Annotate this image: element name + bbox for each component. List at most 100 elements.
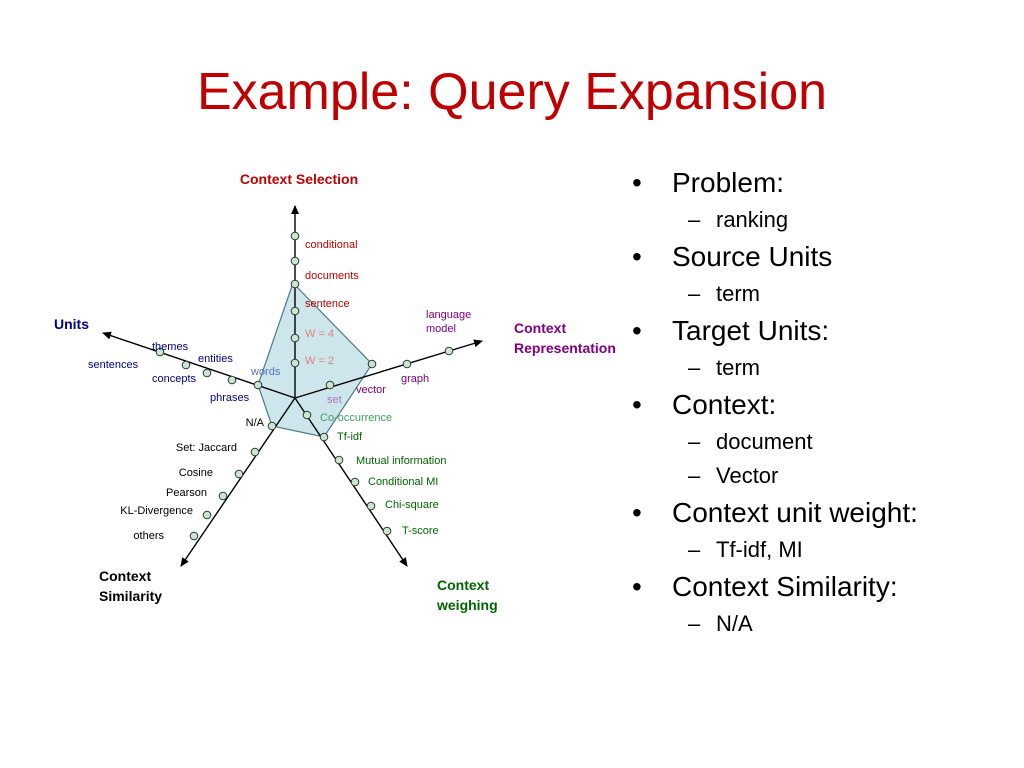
tick-language: language xyxy=(426,309,471,321)
sub-bullet-dash: – xyxy=(688,463,701,488)
tick-words: words xyxy=(250,366,281,378)
sub-bullet-text: Tf-idf, MI xyxy=(716,537,803,562)
bullet-dot: • xyxy=(632,571,642,602)
bullet-text: Problem: xyxy=(672,167,785,198)
bullet-text: Target Units: xyxy=(672,315,830,346)
sub-bullet-text: term xyxy=(716,355,760,380)
tick-sentences: sentences xyxy=(88,359,139,371)
sub-bullet-tfidf-mi: – Tf-idf, MI xyxy=(632,536,1017,564)
sub-bullet-term: – term xyxy=(632,354,1017,382)
tick-set: set xyxy=(327,394,342,406)
tick-mutual-information: Mutual information xyxy=(356,455,447,467)
bullet-text: Context: xyxy=(672,389,777,420)
tick-themes: themes xyxy=(152,341,189,353)
axis-title-units: Units xyxy=(54,316,89,332)
bullet-dot: • xyxy=(632,315,642,346)
axis-title-weighing-line1: Context xyxy=(437,577,489,593)
bullet-text: Source Units xyxy=(672,241,833,272)
node-graph xyxy=(402,359,412,369)
axis-title-representation-line1: Context xyxy=(514,320,566,336)
node-mutual-information xyxy=(334,455,344,465)
tick-kl-divergence: KL-Divergence xyxy=(120,505,193,517)
axis-title-similarity-line1: Context xyxy=(99,568,151,584)
node-kl-divergence xyxy=(202,510,212,520)
tick-concepts: concepts xyxy=(152,373,197,385)
sub-bullet-dash: – xyxy=(688,611,701,636)
node-conditional xyxy=(290,231,300,241)
tick-entities: entities xyxy=(198,353,233,365)
bullet-target-units: • Target Units: xyxy=(632,314,1017,348)
tick-pearson: Pearson xyxy=(166,487,207,499)
node-chi-square xyxy=(366,501,376,511)
sub-bullet-na: – N/A xyxy=(632,610,1017,638)
axis-context-similarity xyxy=(180,397,296,567)
sub-bullet-text: Vector xyxy=(716,463,779,488)
context-pentagon-diagram: Context Selection Units Context Represen… xyxy=(54,171,616,613)
bullet-context: • Context: xyxy=(632,388,1017,422)
tick-conditional-mi: Conditional MI xyxy=(368,476,438,488)
node-pearson xyxy=(218,491,228,501)
tick-w2: W = 2 xyxy=(305,355,334,367)
tick-chi-square: Chi-square xyxy=(385,499,439,511)
bullet-problem: • Problem: xyxy=(632,166,1017,200)
node-entities xyxy=(202,368,212,378)
bullet-context-similarity: • Context Similarity: xyxy=(632,570,1017,604)
node-others xyxy=(189,531,199,541)
sub-bullet-dash: – xyxy=(688,207,701,232)
node-set xyxy=(325,380,335,390)
tick-cosine: Cosine xyxy=(179,467,213,479)
tick-phrases: phrases xyxy=(210,392,250,404)
tick-tf-idf: Tf-idf xyxy=(337,431,363,443)
axis-title-similarity-line2: Similarity xyxy=(99,588,162,604)
node-phrases xyxy=(253,380,263,390)
node-tf-idf xyxy=(319,432,329,442)
bullet-source-units: • Source Units xyxy=(632,240,1017,274)
tick-t-score: T-score xyxy=(402,525,439,537)
node-vector xyxy=(367,359,377,369)
bullet-list: • Problem: – ranking • Source Units – te… xyxy=(632,160,1017,638)
sub-bullet-ranking: – ranking xyxy=(632,206,1017,234)
bullet-dot: • xyxy=(632,389,642,420)
node-t-score xyxy=(382,526,392,536)
selected-configuration-pentagon xyxy=(257,281,373,438)
node-themes xyxy=(181,360,191,370)
bullet-text: Context unit weight: xyxy=(672,497,918,528)
sub-bullet-dash: – xyxy=(688,429,701,454)
axis-title-context-selection: Context Selection xyxy=(240,171,358,187)
tick-documents: documents xyxy=(305,270,359,282)
sub-bullet-dash: – xyxy=(688,537,701,562)
axis-title-representation-line2: Representation xyxy=(514,340,616,356)
sub-bullet-text: document xyxy=(716,429,813,454)
node-na xyxy=(267,421,277,431)
axis-title-weighing-line2: weighing xyxy=(436,597,498,613)
tick-conditional: conditional xyxy=(305,239,358,251)
sub-bullet-document: – document xyxy=(632,428,1017,456)
node-sentence xyxy=(290,279,300,289)
bullet-context-unit-weight: • Context unit weight: xyxy=(632,496,1017,530)
node-selection-inner xyxy=(290,358,300,368)
tick-sentence: sentence xyxy=(305,298,350,310)
sub-bullet-vector: – Vector xyxy=(632,462,1017,490)
node-language-model xyxy=(444,346,454,356)
node-w4 xyxy=(290,306,300,316)
node-cosine xyxy=(234,469,244,479)
tick-others: others xyxy=(133,530,164,542)
sub-bullet-text: N/A xyxy=(716,611,753,636)
tick-graph: graph xyxy=(401,373,429,385)
bullet-dot: • xyxy=(632,167,642,198)
sub-bullet-dash: – xyxy=(688,281,701,306)
tick-vector: vector xyxy=(356,384,386,396)
node-concepts xyxy=(227,375,237,385)
sub-bullet-dash: – xyxy=(688,355,701,380)
node-conditional-mi xyxy=(350,477,360,487)
axis-units xyxy=(102,331,296,399)
sub-bullet-text: term xyxy=(716,281,760,306)
tick-w4: W = 4 xyxy=(305,328,334,340)
tick-co-occurrence: Co-occurrence xyxy=(320,412,392,424)
bullet-text: Context Similarity: xyxy=(672,571,898,602)
node-co-occurrence xyxy=(302,410,312,420)
node-sentences xyxy=(155,347,165,357)
bullet-dot: • xyxy=(632,497,642,528)
tick-na: N/A xyxy=(246,417,265,429)
node-w2 xyxy=(290,333,300,343)
